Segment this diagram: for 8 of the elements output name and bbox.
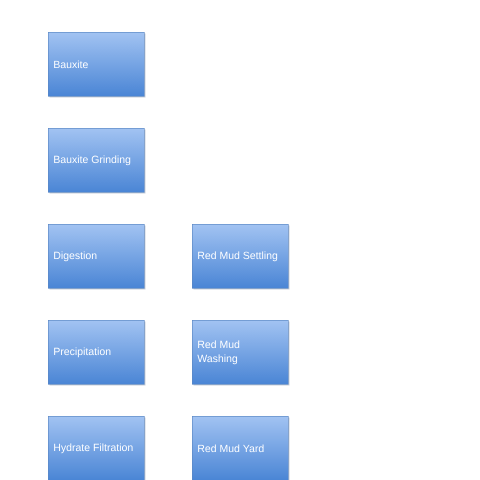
process-box: Red Mud Settling: [192, 224, 290, 290]
process-box: Precipitation: [48, 320, 146, 386]
process-box: Bauxite: [48, 32, 146, 98]
process-box: Bauxite Grinding: [48, 128, 146, 194]
process-box: Digestion: [48, 224, 146, 290]
process-box: Red Mud Yard: [192, 416, 290, 480]
process-box: Hydrate Filtration: [48, 416, 146, 480]
process-box: Red Mud Washing: [192, 320, 290, 386]
